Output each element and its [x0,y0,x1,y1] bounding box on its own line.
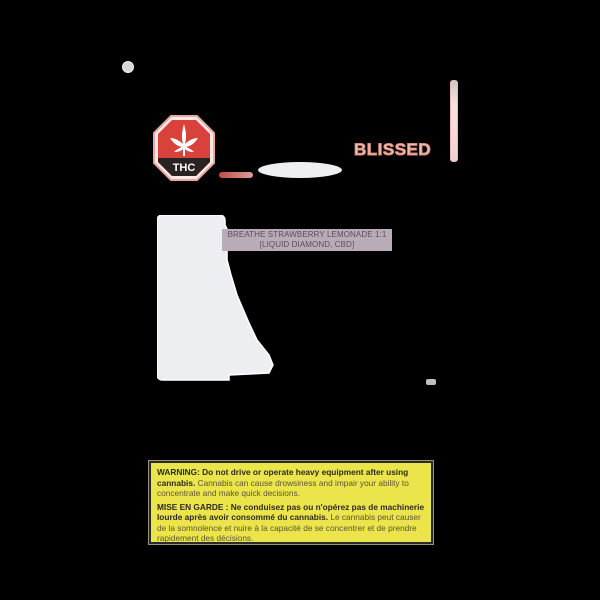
vape-stick-image [450,80,458,162]
warning-en: WARNING: Do not drive or operate heavy e… [157,467,409,498]
thc-warning-badge-icon: THC [153,115,215,181]
decorative-clip [426,379,436,385]
brand-logo: BLISSED [353,140,432,160]
product-name-line1: BREATHE STRAWBERRY LEMONADE 1:1 [227,230,387,239]
decorative-dot [122,61,134,73]
health-warning-box: WARNING: Do not drive or operate heavy e… [148,460,434,545]
svg-text:THC: THC [173,162,196,174]
product-name-line2: [LIQUID DIAMOND, CBD] [259,240,355,249]
product-name-label: BREATHE STRAWBERRY LEMONADE 1:1 [LIQUID … [222,229,392,251]
cartridge-silhouette [157,215,274,381]
decorative-streak-white [258,162,342,178]
decorative-streak-red [219,172,253,178]
warning-fr: MISE EN GARDE : Ne conduisez pas ou n'op… [157,501,425,544]
